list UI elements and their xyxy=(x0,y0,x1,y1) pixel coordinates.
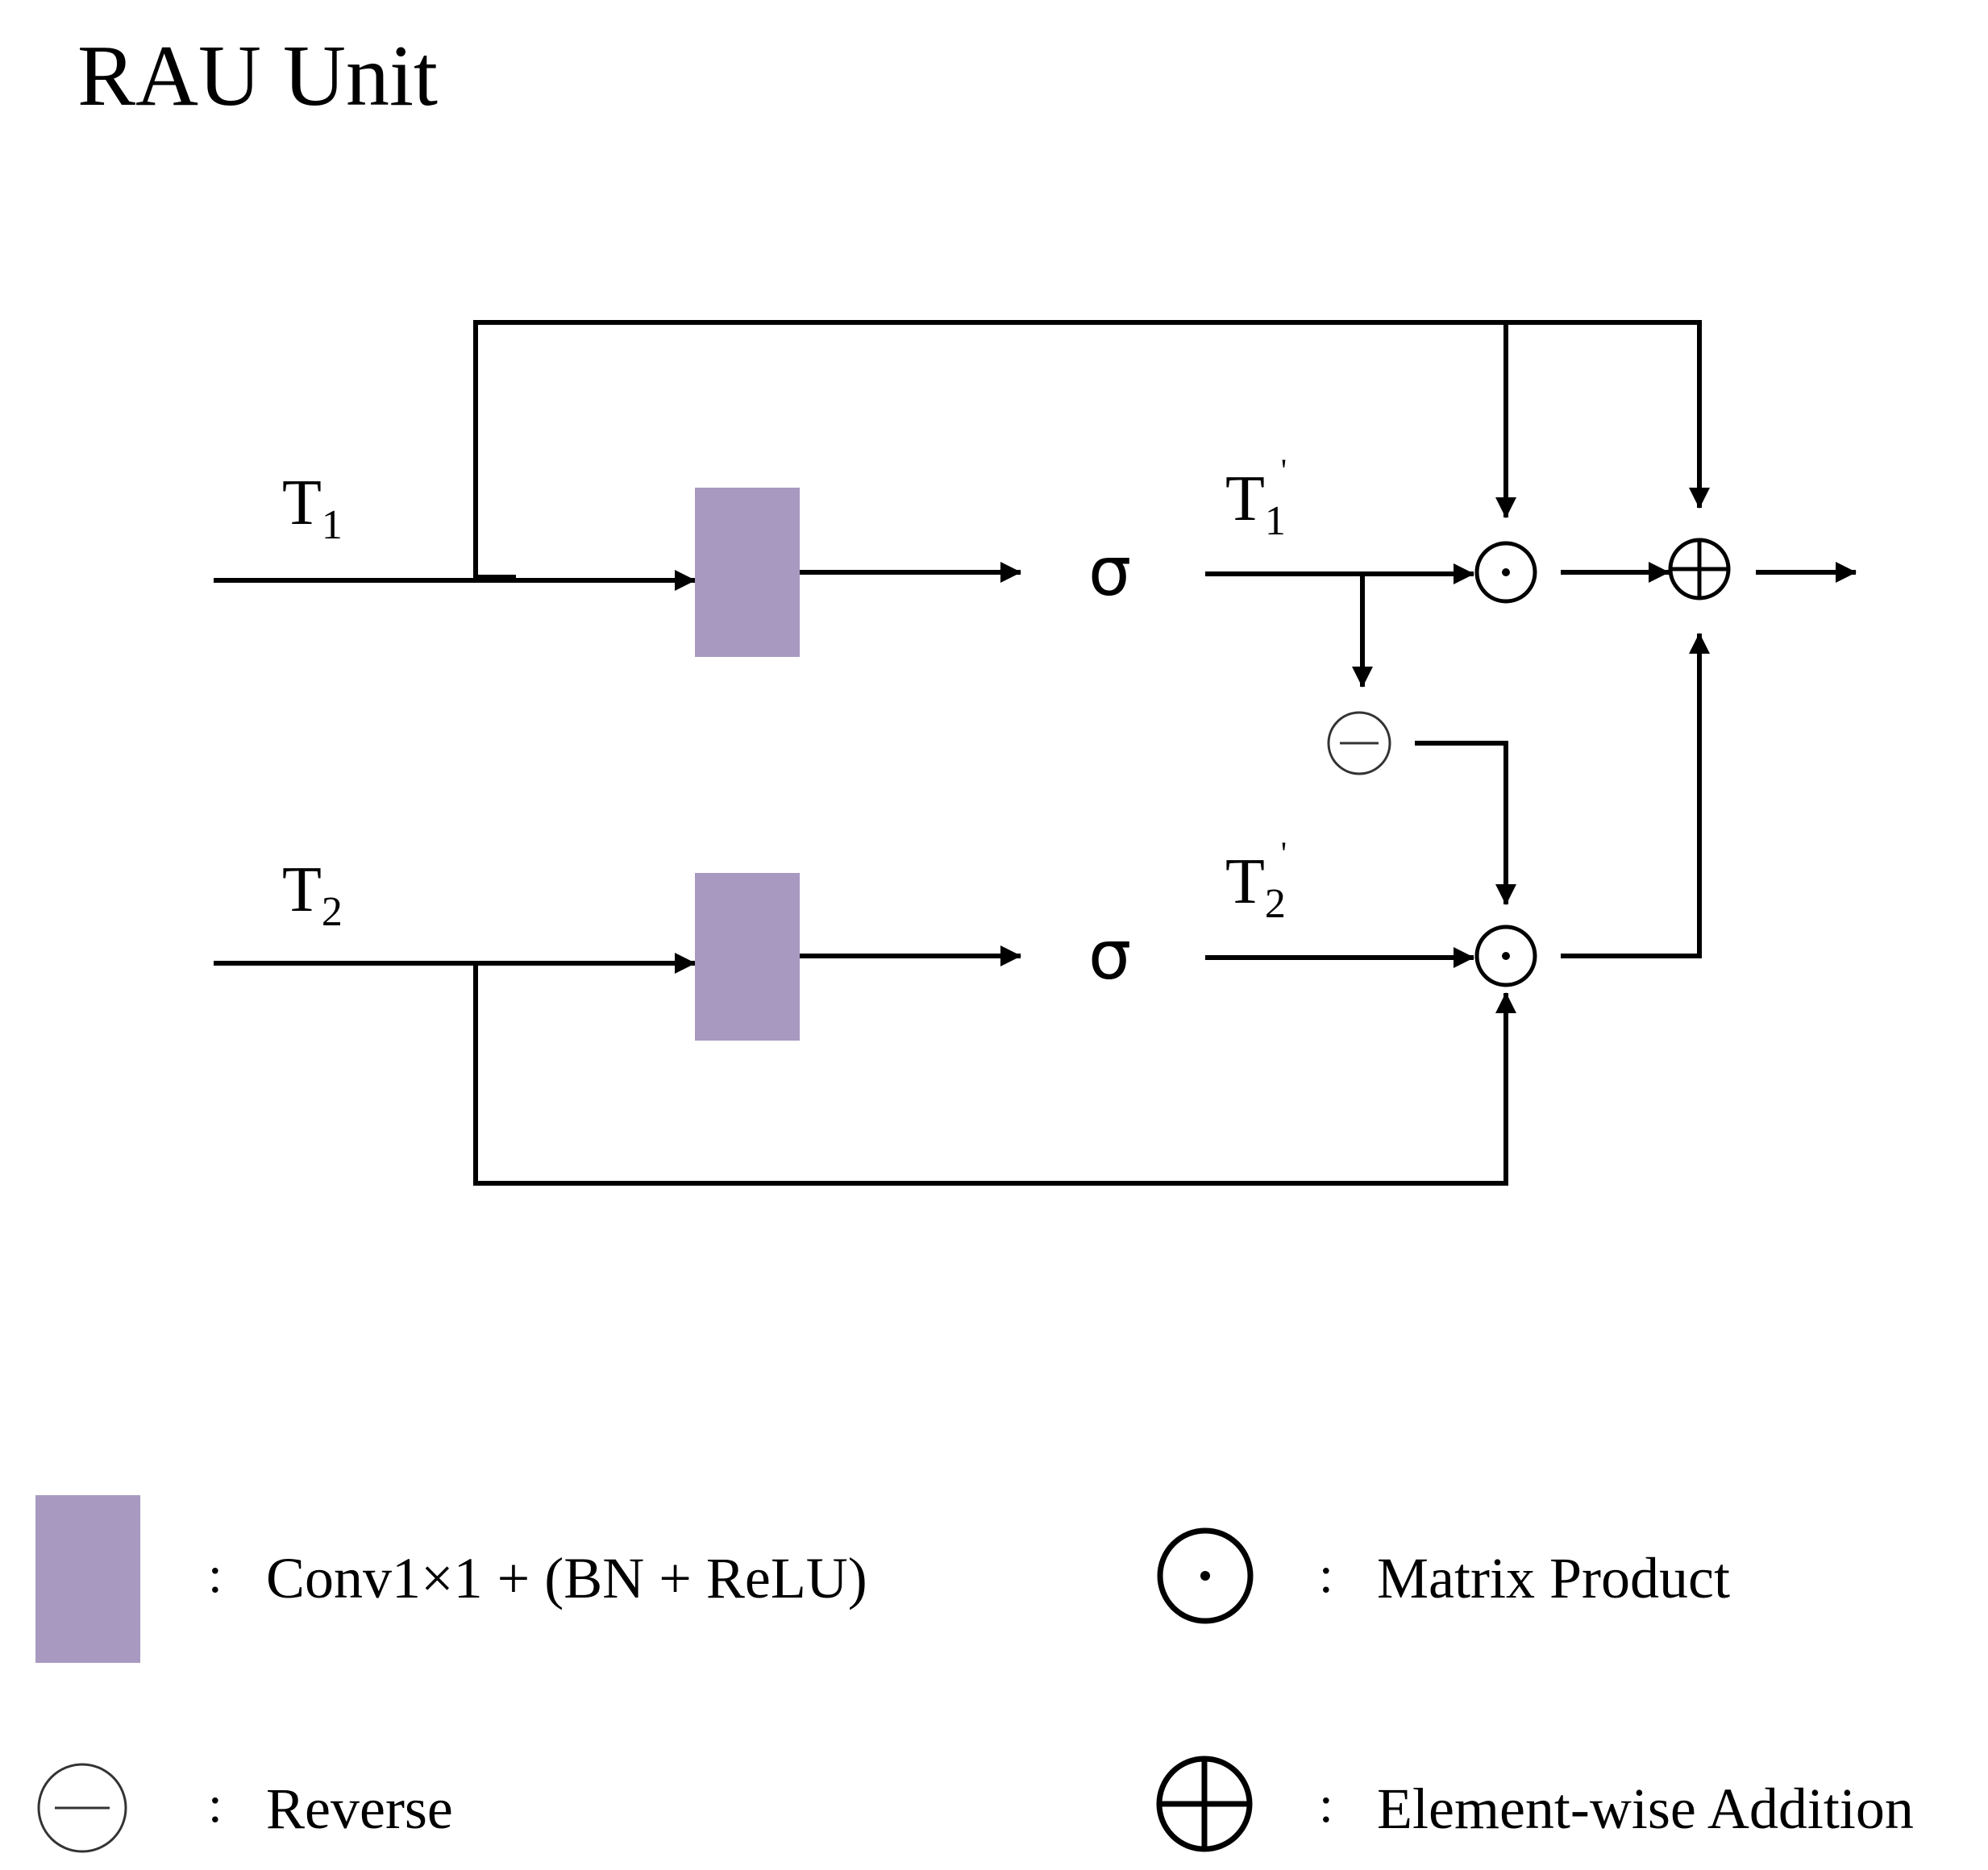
conv-block-lower xyxy=(695,873,800,1041)
sigma-upper: σ xyxy=(1088,532,1131,611)
product-lower-to-add xyxy=(1561,633,1710,958)
legend-addition-icon xyxy=(1156,1756,1253,1852)
reverse-icon-diagram xyxy=(1327,711,1391,775)
svg-text:T2: T2 xyxy=(282,854,343,935)
legend-separator: : xyxy=(208,1546,223,1603)
t2-skip-path xyxy=(473,963,1516,1186)
input-label-t1: T1 xyxy=(282,468,343,548)
legend-matrix-product-label: Matrix Product xyxy=(1377,1546,1730,1610)
matrix-product-icon-upper xyxy=(1474,541,1537,604)
output-label-t1-prime: T1' xyxy=(1225,452,1287,544)
sigma-lower: σ xyxy=(1088,916,1131,995)
legend-matrix-product-icon xyxy=(1157,1527,1254,1624)
reverse-to-product-lower xyxy=(1415,741,1516,905)
legend-separator: : xyxy=(1319,1546,1333,1603)
legend-conv-swatch xyxy=(35,1495,140,1663)
output-label-t2-prime: T2' xyxy=(1225,835,1287,927)
t1-skip-path xyxy=(473,320,1710,580)
input-label-t2: T2 xyxy=(282,854,343,935)
svg-text:T1': T1' xyxy=(1225,452,1287,544)
matrix-product-icon-lower xyxy=(1474,925,1537,987)
conv-block-upper xyxy=(695,488,800,657)
legend-reverse-icon xyxy=(37,1763,127,1853)
legend-separator: : xyxy=(1319,1776,1333,1833)
element-wise-addition-icon xyxy=(1668,538,1731,600)
legend-addition-label: Element-wise Addition xyxy=(1377,1776,1914,1841)
svg-text:T1: T1 xyxy=(282,468,343,548)
diagram-title: RAU Unit xyxy=(77,28,438,124)
legend-reverse-label: Reverse xyxy=(266,1776,453,1841)
svg-text:T2': T2' xyxy=(1225,835,1287,927)
legend-conv-label: Conv1×1 + (BN + ReLU) xyxy=(266,1546,867,1610)
legend-separator: : xyxy=(208,1776,223,1833)
